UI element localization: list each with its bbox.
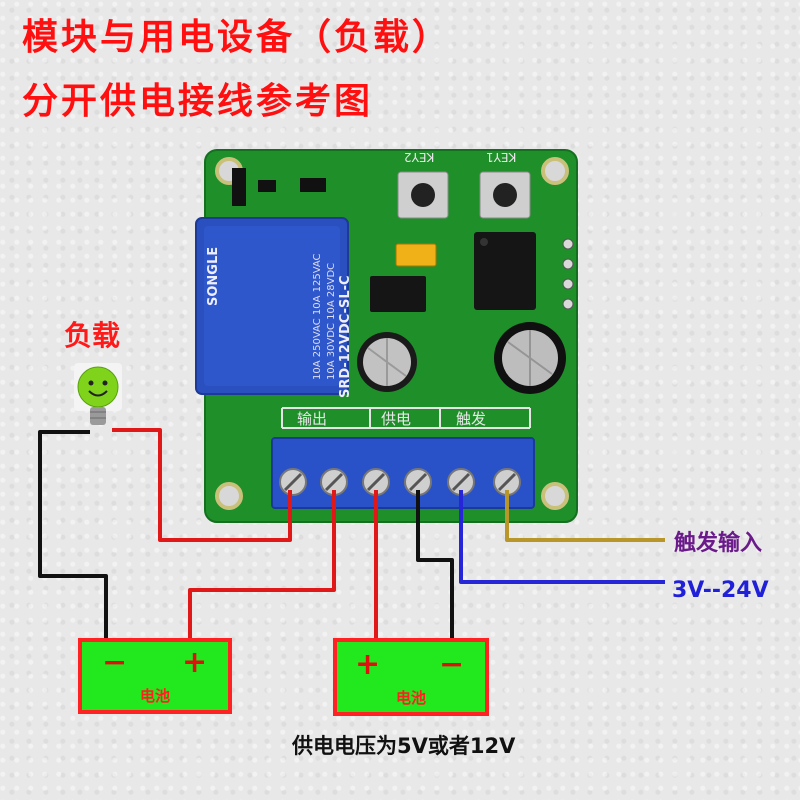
- voltage-range-label: 3V--24V: [672, 578, 769, 603]
- battery-load: − + 电池: [78, 638, 232, 714]
- battery-supply-positive: +: [355, 647, 381, 682]
- relay-rating-1: 10A 250VAC 10A 125VAC: [312, 253, 323, 380]
- pcb-label-trigger: 触发: [456, 410, 487, 428]
- trigger-input-label: 触发输入: [674, 531, 763, 556]
- capacitors: [357, 322, 566, 394]
- title-line-1: 模块与用电设备（负载）: [22, 16, 452, 58]
- battery-supply: + − 电池: [333, 638, 489, 716]
- relay-component: [195, 217, 349, 395]
- battery-load-positive: +: [182, 645, 208, 680]
- battery-load-negative: −: [102, 645, 128, 680]
- wire-black-load-to-battery: [38, 430, 108, 640]
- title-line-2: 分开供电接线参考图: [22, 80, 374, 122]
- supply-voltage-label: 供电电压为5V或者12V: [292, 734, 516, 758]
- header-pins: [562, 238, 574, 310]
- jumper-yellow: [395, 243, 437, 267]
- relay-model: SRD-12VDC-SL-C: [338, 275, 353, 398]
- battery-supply-negative: −: [439, 647, 465, 682]
- push-buttons: [397, 171, 531, 219]
- key1-label: KEY1: [486, 150, 517, 164]
- relay-brand: SONGLE: [206, 246, 221, 306]
- battery-load-label: 电池: [139, 687, 170, 705]
- pcb-label-power: 供电: [381, 410, 412, 428]
- battery-supply-label: 电池: [395, 689, 426, 707]
- wire-red-battery-to-output: [188, 490, 336, 640]
- wire-gold-trigger-input: [505, 490, 665, 542]
- screw-terminal-block: [271, 437, 535, 509]
- pcb-label-output: 输出: [297, 410, 328, 428]
- wire-red-load-to-output: [112, 428, 292, 542]
- relay-rating-2: 10A 30VDC 10A 28VDC: [326, 262, 337, 380]
- load-label: 负载: [64, 319, 121, 352]
- key2-label: KEY2: [404, 150, 435, 164]
- wire-blue-trigger-ground: [459, 490, 665, 584]
- bulb-icon: [74, 363, 122, 425]
- wire-black-supply-negative: [416, 490, 454, 640]
- ic-chips: [232, 168, 536, 312]
